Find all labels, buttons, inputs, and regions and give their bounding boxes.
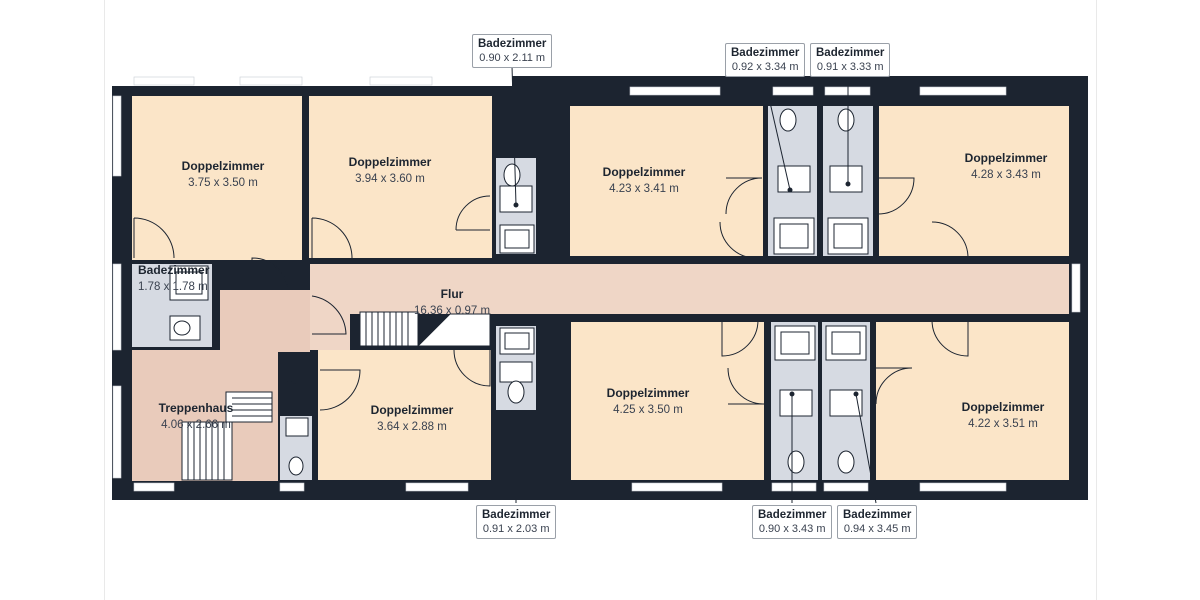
callout-badezimmer: Badezimmer 0.91 x 3.33 m	[810, 43, 891, 77]
page-edge-right	[1096, 0, 1097, 600]
room-label-name: Doppelzimmer	[349, 155, 432, 169]
callout-dim: 0.90 x 2.11 m	[479, 52, 546, 64]
bath-fixtures	[169, 108, 869, 476]
callout-dim: 0.91 x 3.33 m	[816, 61, 884, 73]
room-label-name: Doppelzimmer	[965, 151, 1048, 165]
room-label-dim: 3.75 x 3.50 m	[188, 177, 258, 189]
door-swings	[133, 177, 969, 413]
room-label-dim: 4.22 x 3.51 m	[968, 418, 1038, 430]
callout-name: Badezimmer	[758, 509, 827, 521]
room-label-name: Doppelzimmer	[371, 403, 454, 417]
callout-name: Badezimmer	[482, 509, 551, 521]
callout-name: Badezimmer	[731, 47, 800, 59]
room-label-name: Doppelzimmer	[603, 165, 686, 179]
page-edge-left	[104, 0, 105, 600]
room-label-dim: 3.64 x 2.88 m	[377, 421, 447, 433]
callout-badezimmer: Badezimmer 0.94 x 3.45 m	[837, 505, 918, 539]
room-doppelzimmer-6	[571, 322, 764, 480]
room-flur	[310, 264, 1069, 314]
stairs-main	[181, 391, 273, 481]
room-treppenhaus-upper	[220, 290, 310, 352]
room-doppelzimmer-3	[570, 106, 763, 256]
room-doppelzimmer-4	[879, 106, 1069, 256]
room-label-name: Doppelzimmer	[607, 386, 690, 400]
room-doppelzimmer-1	[132, 96, 302, 260]
room-label-dim: 4.28 x 3.43 m	[971, 169, 1041, 181]
callout-dim: 0.91 x 2.03 m	[482, 523, 550, 535]
callout-name: Badezimmer	[478, 38, 547, 50]
room-labels: Doppelzimmer 3.75 x 3.50 m Doppelzimmer …	[138, 151, 1048, 433]
callout-name: Badezimmer	[843, 509, 912, 521]
callout-dim: 0.90 x 3.43 m	[758, 523, 826, 535]
callout-dim: 0.92 x 3.34 m	[731, 61, 799, 73]
callout-badezimmer: Badezimmer 0.90 x 3.43 m	[752, 505, 833, 539]
callout-badezimmer: Badezimmer 0.91 x 2.03 m	[476, 505, 557, 539]
building-notch	[112, 76, 512, 86]
callout-name: Badezimmer	[816, 47, 885, 59]
room-label-dim: 1.78 x 1.78 m	[138, 281, 208, 293]
room-doppelzimmer-2	[309, 96, 492, 258]
callout-leaders	[511, 65, 877, 504]
stairs-hall	[359, 311, 491, 347]
room-label-dim: 3.94 x 3.60 m	[355, 173, 425, 185]
room-label-name: Doppelzimmer	[182, 159, 265, 173]
room-label-dim: 4.23 x 3.41 m	[609, 183, 679, 195]
room-label-name: Treppenhaus	[159, 401, 234, 415]
room-doppelzimmer-5	[318, 350, 491, 480]
room-doppelzimmer-7	[876, 322, 1069, 480]
room-label-name: Flur	[441, 287, 464, 301]
callout-badezimmer: Badezimmer 0.92 x 3.34 m	[725, 43, 806, 77]
room-label-dim: 16.36 x 0.97 m	[414, 305, 490, 317]
room-label-name: Doppelzimmer	[962, 400, 1045, 414]
room-label-dim: 4.25 x 3.50 m	[613, 404, 683, 416]
room-label-name: Badezimmer	[138, 263, 210, 277]
callout-badezimmer: Badezimmer 0.90 x 2.11 m	[472, 34, 553, 68]
room-label-dim: 4.06 x 2.66 m	[161, 419, 231, 431]
callout-dim: 0.94 x 3.45 m	[843, 523, 911, 535]
